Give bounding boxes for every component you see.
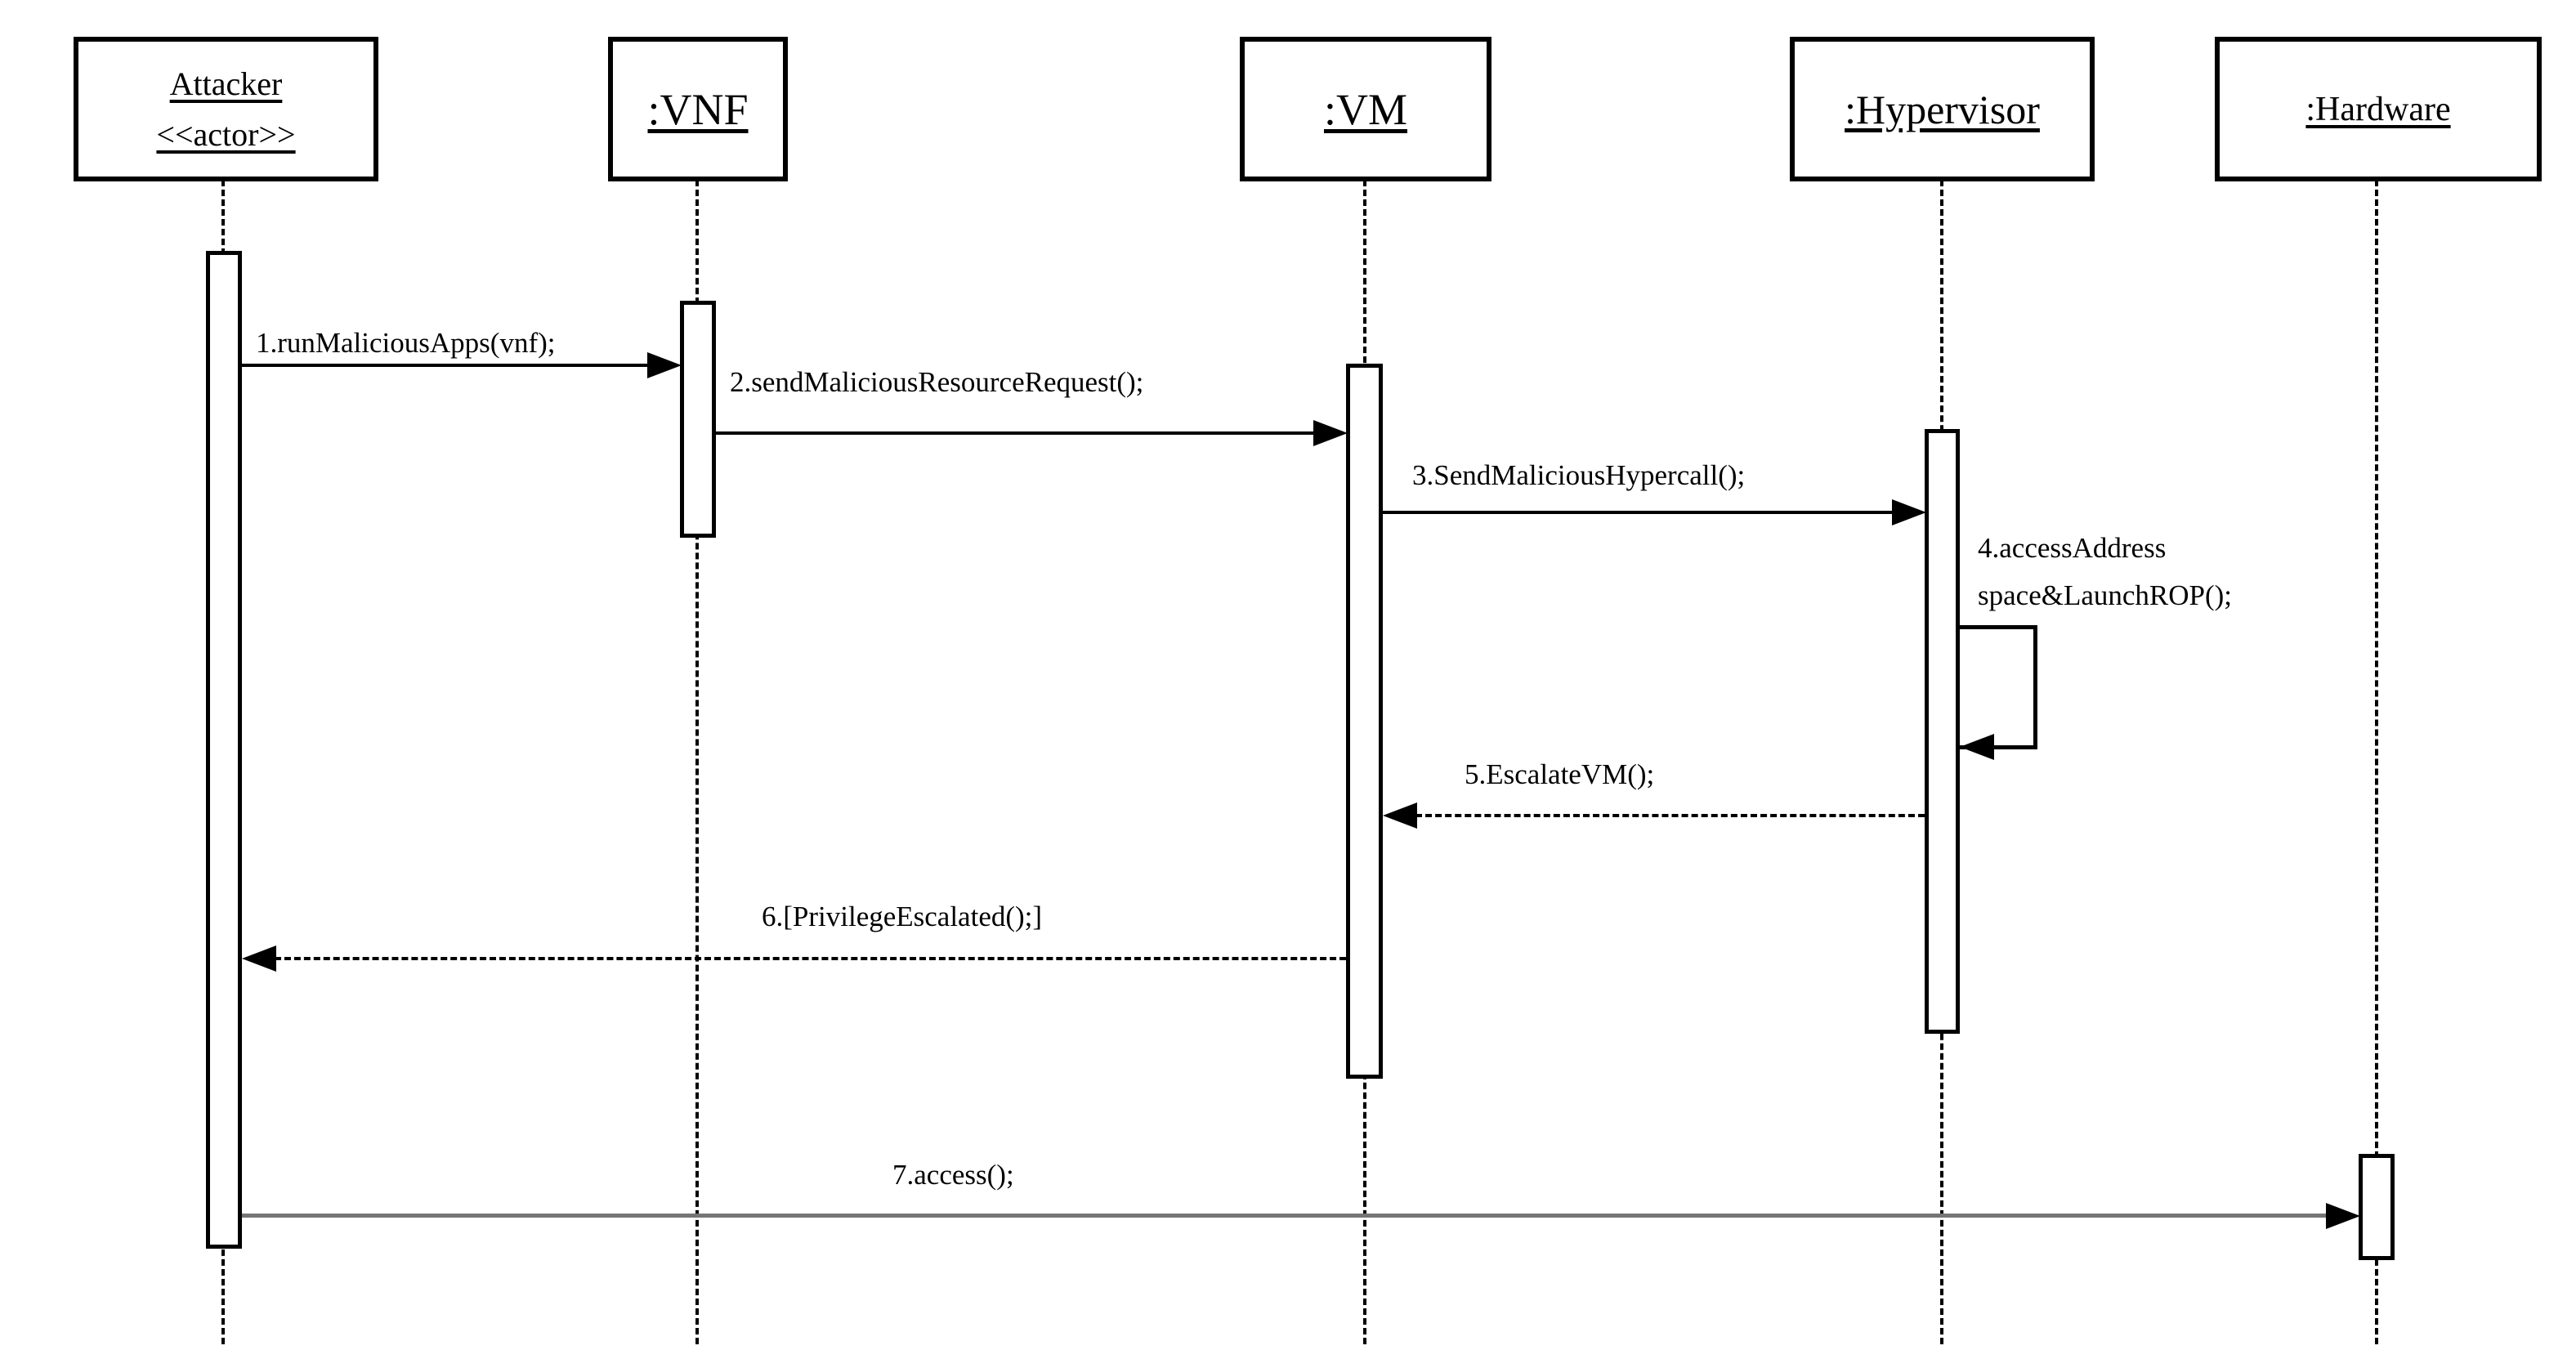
- message-2-label: 2.sendMaliciousResourceRequest();: [730, 366, 1144, 398]
- lifeline-stereotype-actor: <<actor>>: [156, 115, 296, 153]
- message-3-line: [1383, 511, 1895, 514]
- message-2-arrowhead-icon: [1313, 420, 1348, 446]
- message-1-label: 1.runMaliciousApps(vnf);: [256, 327, 556, 359]
- message-4-self-loop: [1960, 625, 2037, 749]
- activation-bar-vnf: [680, 301, 716, 538]
- lifeline-name-hypervisor: :Hypervisor: [1845, 86, 2040, 132]
- message-6-arrowhead-icon: [242, 945, 276, 972]
- message-7-arrowhead-icon: [2326, 1203, 2360, 1229]
- message-2-line: [715, 431, 1317, 435]
- lifeline-name-attacker: Attacker: [169, 65, 283, 102]
- lifeline-head-hardware: :Hardware: [2215, 37, 2542, 181]
- message-4-label-line2: space&LaunchROP();: [1978, 579, 2233, 611]
- lifeline-hardware: [2375, 180, 2378, 1344]
- lifeline-head-attacker: Attacker <<actor>>: [74, 37, 378, 181]
- lifeline-name-vm: :VM: [1323, 84, 1407, 134]
- activation-bar-attacker: [206, 251, 242, 1249]
- message-3-label: 3.SendMaliciousHypercall();: [1412, 459, 1746, 491]
- message-4-label: 4.accessAddress space&LaunchROP();: [1978, 525, 2435, 619]
- message-1-arrowhead-icon: [647, 352, 682, 378]
- message-6-label: 6.[PrivilegeEscalated();]: [762, 901, 1043, 932]
- message-3-arrowhead-icon: [1892, 499, 1926, 525]
- message-6-line: [275, 957, 1346, 960]
- message-1-line: [242, 364, 651, 367]
- message-5-arrowhead-icon: [1383, 802, 1417, 829]
- lifeline-name-vnf: :VNF: [647, 84, 749, 134]
- lifeline-head-vm: :VM: [1240, 37, 1491, 181]
- message-7-line: [242, 1214, 2329, 1218]
- activation-bar-hypervisor: [1925, 429, 1960, 1034]
- lifeline-vnf: [695, 180, 699, 1344]
- lifeline-head-hypervisor: :Hypervisor: [1790, 37, 2095, 181]
- activation-bar-vm: [1346, 364, 1383, 1079]
- message-4-arrowhead-icon: [1960, 734, 1994, 760]
- message-7-label: 7.access();: [892, 1159, 1014, 1191]
- message-4-label-line1: 4.accessAddress: [1978, 532, 2167, 564]
- message-5-label: 5.EscalateVM();: [1465, 758, 1655, 790]
- message-5-line: [1415, 814, 1925, 817]
- lifeline-head-vnf: :VNF: [608, 37, 788, 181]
- activation-bar-hardware: [2359, 1154, 2395, 1260]
- lifeline-name-hardware: :Hardware: [2305, 90, 2451, 128]
